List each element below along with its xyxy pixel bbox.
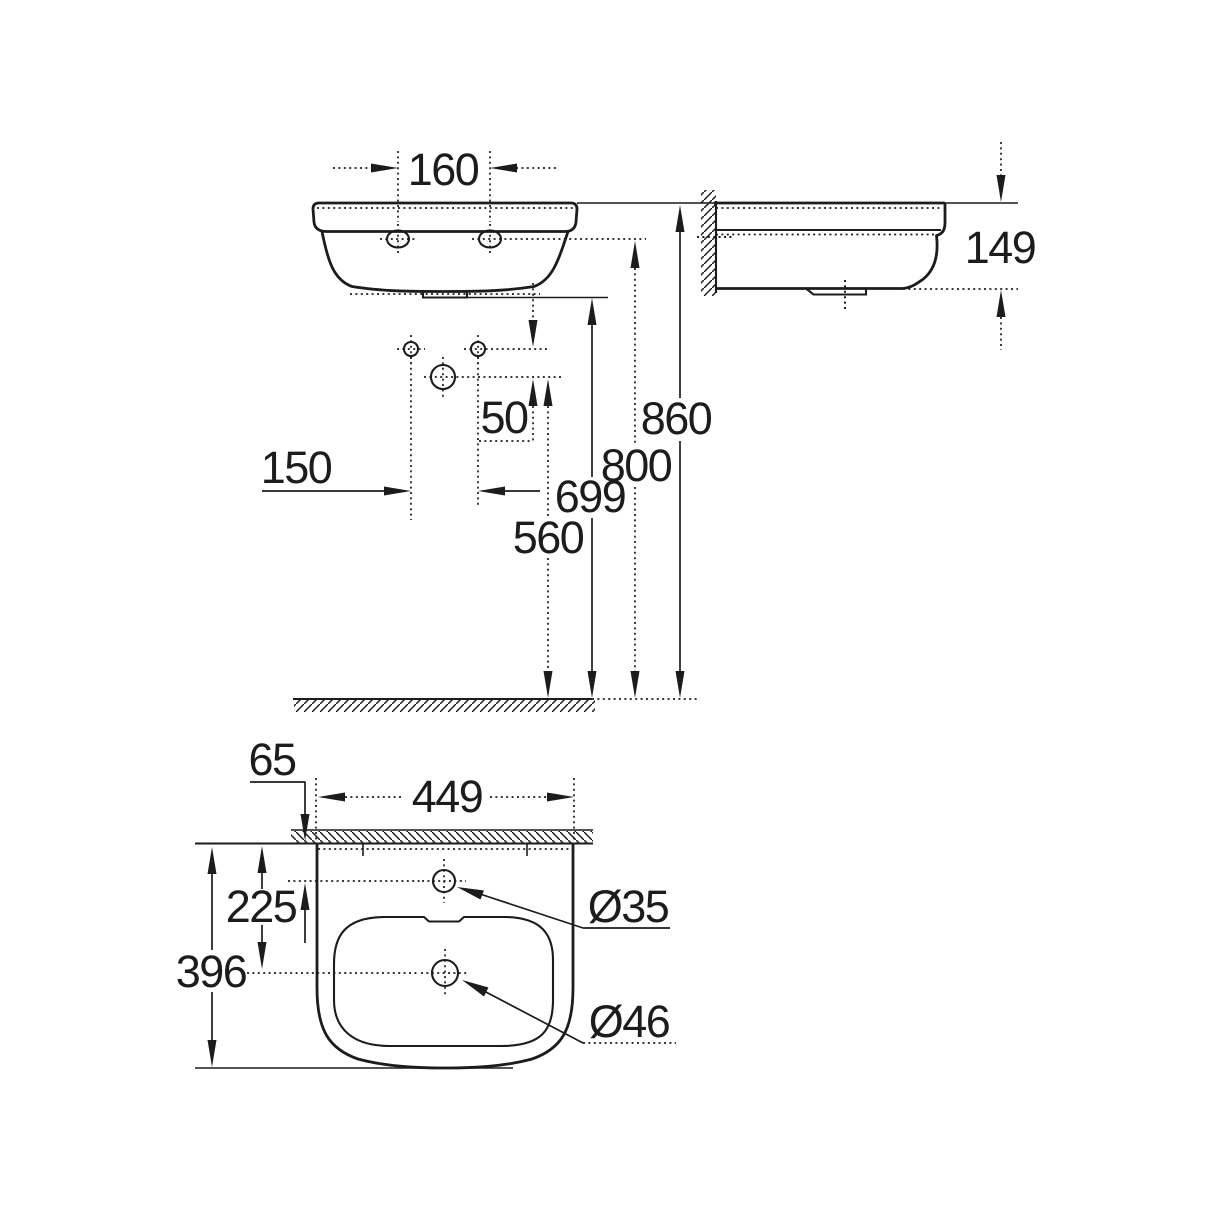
basin-profile-side: [902, 203, 947, 290]
dim-height-699: 699: [555, 298, 627, 698]
dim-label-396: 396: [176, 946, 247, 997]
dim-label-225: 225: [226, 881, 297, 932]
basin-rim-front: [311, 201, 579, 233]
plan-view: 449 65 225 396: [176, 734, 676, 1070]
dim-side-height: 149: [965, 142, 1037, 350]
dim-label-65: 65: [248, 734, 296, 785]
callout-drain-diameter: Ø46: [462, 980, 676, 1047]
dim-fixing-hole-spacing: 150: [261, 357, 540, 520]
bowl-outline-plan: [332, 915, 555, 1048]
dim-label-dia46: Ø46: [589, 996, 670, 1047]
dim-label-160: 160: [408, 144, 479, 195]
dim-basin-depth: 396: [176, 847, 248, 1067]
dim-label-50: 50: [480, 392, 528, 443]
floor-hatching: [294, 700, 595, 712]
dim-height-860: 860: [641, 205, 713, 698]
dim-tap-wall-offset: 65: [248, 734, 310, 943]
basin-bowl-front: [320, 231, 570, 293]
fixing-holes: [397, 335, 564, 397]
floor: [293, 697, 698, 712]
wall-hatching-plan: [291, 831, 593, 843]
dim-drain-wall-offset: 225: [226, 846, 298, 969]
dim-label-150: 150: [261, 442, 332, 493]
dim-label-149: 149: [965, 222, 1036, 273]
side-view: 149: [697, 142, 1037, 350]
dim-label-449: 449: [412, 771, 483, 822]
front-view: 160 50: [261, 144, 1018, 712]
dim-label-dia35: Ø35: [588, 881, 669, 932]
drain-boss-side: [805, 287, 868, 296]
dim-height-560: 560: [513, 379, 585, 698]
wall-hatching-side: [701, 190, 716, 296]
dim-label-560: 560: [513, 512, 584, 563]
dim-height-800: 800: [601, 241, 673, 698]
dim-basin-width: 449: [315, 771, 575, 842]
dim-label-699: 699: [555, 471, 626, 522]
drain-boss-front: [421, 291, 469, 299]
dim-label-800: 800: [601, 440, 672, 491]
dim-tap-hole-spacing: 160: [333, 144, 556, 222]
callout-tap-diameter: Ø35: [457, 881, 670, 932]
dim-label-860: 860: [641, 393, 712, 444]
dim-fixing-hole-gap: 50: [479, 283, 538, 443]
